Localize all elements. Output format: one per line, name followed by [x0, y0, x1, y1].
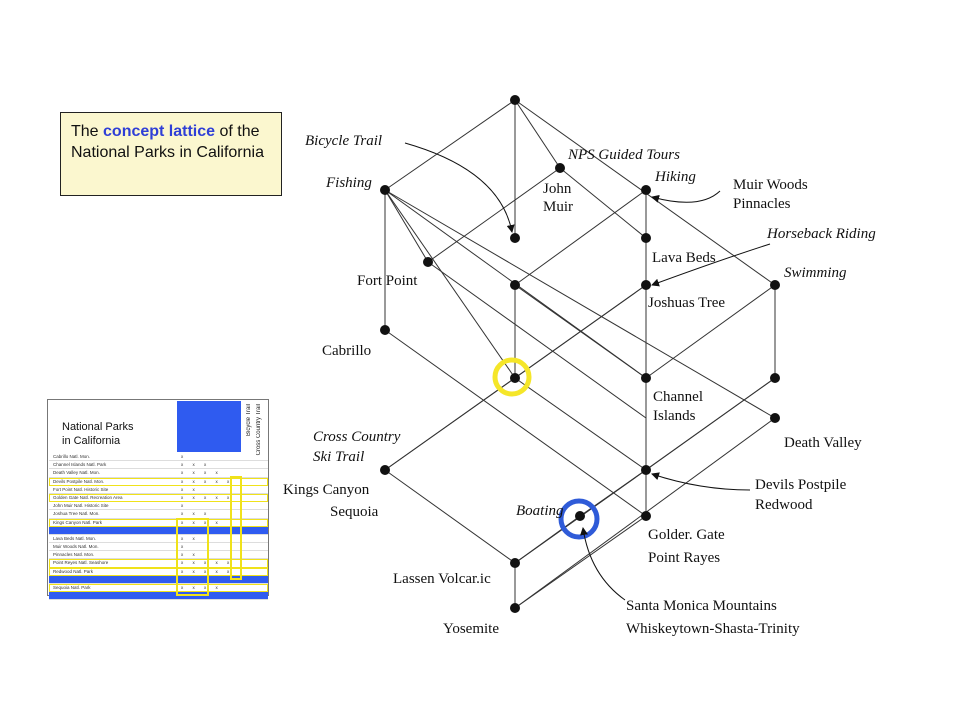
node-death-valley [770, 413, 780, 423]
node-joshua-tree [641, 280, 651, 290]
context-table: National Parks in California Bicycle Tra… [47, 399, 269, 601]
title-highlight: concept lattice [103, 123, 216, 140]
highlight-blue-ring [558, 498, 600, 540]
lattice-labels: Bicycle Trail NPS Guided Tours Fishing J… [283, 133, 876, 637]
node-boating [575, 511, 585, 521]
table-row: Devils Postpile Natl. Mon.x x x x x [49, 477, 268, 486]
node-swimming [770, 280, 780, 290]
node-highlighted-yellow [510, 373, 520, 383]
node-devils-postpile [641, 465, 651, 475]
node-cabrillo [380, 325, 390, 335]
node-lava-beds [641, 233, 651, 243]
label-channel: Channel [653, 389, 703, 405]
label-muir: Muir [543, 199, 573, 215]
table-yellow-column-box-2 [230, 476, 242, 580]
label-nps-guided-tours: NPS Guided Tours [567, 147, 680, 163]
label-pinnacles: Pinnacles [733, 196, 791, 212]
node-mid-2 [770, 373, 780, 383]
table-row: Death Valley Natl. Mon.x x x x [49, 469, 268, 478]
label-whiskeytown: Whiskeytown-Shasta-Trinity [626, 621, 800, 637]
title-prefix: The [71, 123, 104, 140]
table-row: Muir Woods Natl. Mon.x [49, 543, 268, 552]
table-row: Joshua Tree Natl. Mon.x x x [49, 510, 268, 519]
node-golden-gate [641, 511, 651, 521]
label-swimming: Swimming [784, 265, 847, 281]
label-cabrillo: Cabrillo [322, 343, 371, 359]
table-yellow-column-box [176, 518, 209, 596]
label-john: John [543, 181, 572, 197]
label-lava-beds: Lava Beds [652, 250, 716, 266]
label-fort-point: Fort Point [357, 273, 418, 289]
table-row-highlight [49, 592, 268, 601]
node-channel-islands [641, 373, 651, 383]
node-mid-1 [510, 280, 520, 290]
node-hiking [641, 185, 651, 195]
label-santa-monica: Santa Monica Mountains [626, 598, 777, 614]
label-boating: Boating [516, 503, 564, 519]
node-lassen [510, 558, 520, 568]
table-header-highlight [177, 401, 241, 452]
highlight-yellow-ring [492, 357, 532, 397]
table-caption: National Parks in California [62, 420, 134, 448]
node-john-muir [555, 163, 565, 173]
table-row: Cabrillo Natl. Mon.x [49, 453, 268, 462]
table-caption-line2: in California [62, 435, 121, 447]
table-row: Lava Beds Natl. Mon.x x [49, 535, 268, 544]
label-hiking: Hiking [654, 169, 696, 185]
label-golden-gate: Golder. Gate [648, 527, 725, 543]
node-fort-point [423, 257, 433, 267]
title-suffix: of the National Parks in California [71, 123, 264, 161]
label-muir-woods: Muir Woods [733, 177, 808, 193]
label-redwood: Redwood [755, 497, 813, 513]
label-bicycle-trail: Bicycle Trail [305, 133, 382, 149]
table-rows: Cabrillo Natl. Mon.x Channel Islands Nat… [49, 453, 268, 601]
label-kings-canyon: Kings Canyon [283, 482, 370, 498]
table-col-cross-country: Cross Country Trail [256, 404, 262, 456]
lattice-nodes [380, 95, 780, 613]
table-caption-line1: National Parks [62, 421, 134, 433]
label-sequoia: Sequoia [330, 504, 379, 520]
label-cross-country: Cross Country [313, 429, 401, 445]
node-yosemite [510, 603, 520, 613]
node-bicycle-trail [510, 233, 520, 243]
node-cross-country [380, 465, 390, 475]
label-islands: Islands [653, 408, 696, 424]
node-fishing [380, 185, 390, 195]
label-joshuas-tree: Joshuas Tree [648, 295, 725, 311]
annotation-arrows [404, 142, 771, 601]
label-ski-trail: Ski Trail [313, 449, 364, 465]
table-col-bicycle: Bicycle Trail [246, 404, 252, 437]
table-row-highlight [49, 575, 268, 584]
label-point-rayes: Point Rayes [648, 550, 720, 566]
label-lassen: Lassen Volcar.ic [393, 571, 491, 587]
table-row-highlight [49, 526, 268, 535]
label-death-valley: Death Valley [784, 435, 862, 451]
title-box: The concept lattice of the National Park… [60, 112, 282, 196]
node-top [510, 95, 520, 105]
table-row: Pinnacles Natl. Mon.x x [49, 551, 268, 560]
label-horseback-riding: Horseback Riding [766, 226, 876, 242]
label-devils-postpile: Devils Postpile [755, 477, 847, 493]
label-yosemite: Yosemite [443, 621, 499, 637]
lattice-edges [384, 99, 776, 609]
label-fishing: Fishing [325, 175, 372, 191]
